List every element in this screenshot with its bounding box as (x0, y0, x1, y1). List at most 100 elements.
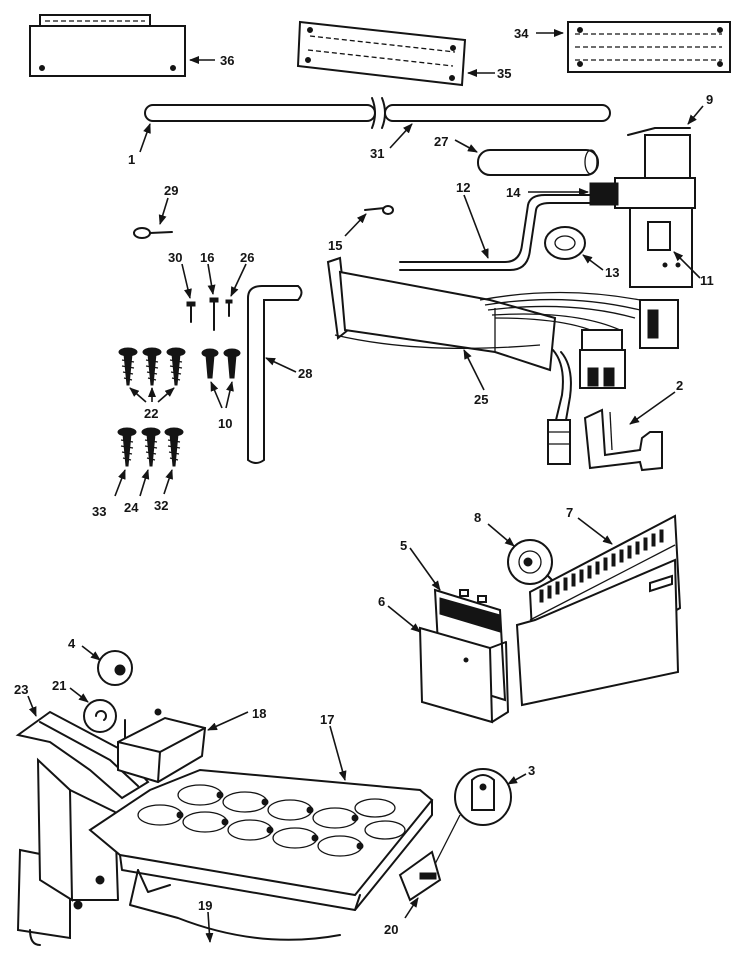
part-15-clip (364, 205, 394, 215)
label-15: 15 (328, 238, 342, 253)
label-19: 19 (198, 898, 212, 913)
label-12: 12 (456, 180, 470, 195)
label-9: 9 (706, 92, 713, 107)
label-29: 29 (164, 183, 178, 198)
leader-12 (463, 194, 489, 259)
label-22: 22 (144, 406, 158, 421)
label-16: 16 (200, 250, 214, 265)
leader-20 (404, 897, 419, 919)
leader-26 (230, 263, 247, 297)
label-26: 26 (240, 250, 254, 265)
label-4: 4 (68, 636, 76, 651)
leader-17 (329, 725, 347, 781)
leader-18 (207, 711, 249, 731)
part-20-shaft (398, 850, 442, 902)
label-32: 32 (154, 498, 168, 513)
part-27-sleeve (477, 149, 599, 176)
part-35-plate (296, 20, 467, 87)
label-18: 18 (252, 706, 266, 721)
part-18-motor (117, 708, 207, 784)
part-30-screw (186, 301, 196, 323)
leader-25 (463, 349, 485, 391)
label-14: 14 (506, 185, 521, 200)
label-17: 17 (320, 712, 334, 727)
leader-22a (129, 387, 147, 403)
label-34: 34 (514, 26, 529, 41)
label-21: 21 (52, 678, 66, 693)
part-4-cap (97, 650, 133, 686)
leader-29 (158, 197, 169, 225)
label-23: 23 (14, 682, 28, 697)
leader-24 (139, 469, 150, 497)
leader-32 (163, 469, 173, 495)
leader-31 (389, 123, 413, 149)
label-10: 10 (218, 416, 232, 431)
part-11-water-valve (589, 127, 696, 288)
leader-23 (27, 695, 37, 717)
part-8-gear (507, 539, 553, 585)
part-26-pin (225, 299, 233, 317)
label-30: 30 (168, 250, 182, 265)
part-1-31-tube (144, 97, 611, 129)
label-1: 1 (128, 152, 135, 167)
part-34-plate (567, 21, 731, 73)
part-25-wiring-harness (326, 256, 679, 465)
label-7: 7 (566, 505, 573, 520)
label-28: 28 (298, 366, 312, 381)
leader-21 (69, 687, 89, 703)
leader-15 (344, 213, 367, 237)
leader-7 (577, 517, 613, 545)
label-24: 24 (124, 500, 139, 515)
leader-3 (507, 773, 527, 785)
label-11: 11 (700, 273, 714, 288)
leader-22c (157, 387, 175, 403)
part-12-fill-tube (399, 194, 591, 263)
part-6-mounting-plate (418, 626, 509, 724)
leader-27 (454, 139, 478, 153)
part-29-clip (133, 227, 173, 239)
leader-11 (673, 251, 701, 279)
part-17-ice-mold (88, 768, 434, 911)
leader-6 (387, 605, 421, 633)
label-33: 33 (92, 504, 106, 519)
label-2: 2 (676, 378, 683, 393)
label-36: 36 (220, 53, 234, 68)
part-2-bracket (583, 408, 663, 472)
label-35: 35 (497, 66, 511, 81)
label-8: 8 (474, 510, 481, 525)
label-20: 20 (384, 922, 398, 937)
leader-5 (409, 547, 441, 591)
part-33-24-32-screws (117, 427, 184, 467)
leader-4 (81, 645, 101, 661)
leader-33 (114, 469, 126, 497)
label-27: 27 (434, 134, 448, 149)
leader-10a (210, 381, 223, 409)
leader-13 (582, 254, 604, 271)
part-13-grommet (544, 226, 586, 260)
leader-2 (629, 391, 676, 425)
label-31: 31 (370, 146, 384, 161)
part-10-screws (201, 348, 241, 379)
part-7-front-cover (515, 514, 682, 707)
leader-28 (265, 357, 297, 373)
part-3-cam (454, 768, 512, 826)
leader-30 (181, 263, 192, 299)
leader-16 (207, 263, 216, 295)
leader-8 (487, 523, 515, 547)
leader-9 (687, 105, 704, 125)
part-36-bracket (29, 14, 186, 77)
label-25: 25 (474, 392, 488, 407)
label-13: 13 (605, 265, 619, 280)
part-28-l-tube (247, 285, 303, 464)
part-16-screw (209, 297, 219, 331)
part-19-shutoff-arm (129, 869, 341, 941)
leader-1 (139, 123, 151, 153)
part-22-screws (118, 347, 186, 386)
part-23-mounting-bracket (15, 710, 150, 946)
leader-19 (205, 911, 214, 943)
label-6: 6 (378, 594, 385, 609)
leader-10b (225, 381, 234, 409)
label-5: 5 (400, 538, 407, 553)
label-3: 3 (528, 763, 535, 778)
